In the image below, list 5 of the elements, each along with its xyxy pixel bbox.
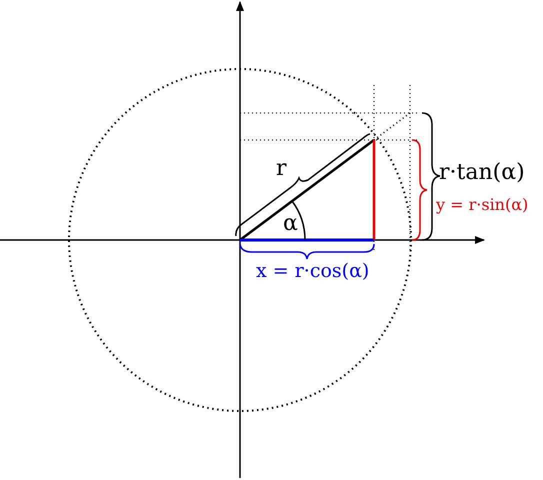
formula-label: α bbox=[283, 213, 298, 235]
formula-label: x = r·cos(α) bbox=[256, 262, 370, 281]
formula-label: r bbox=[276, 158, 287, 180]
formula-label: y = r·sin(α) bbox=[436, 197, 528, 213]
formula-label: r·tan(α) bbox=[439, 162, 525, 184]
